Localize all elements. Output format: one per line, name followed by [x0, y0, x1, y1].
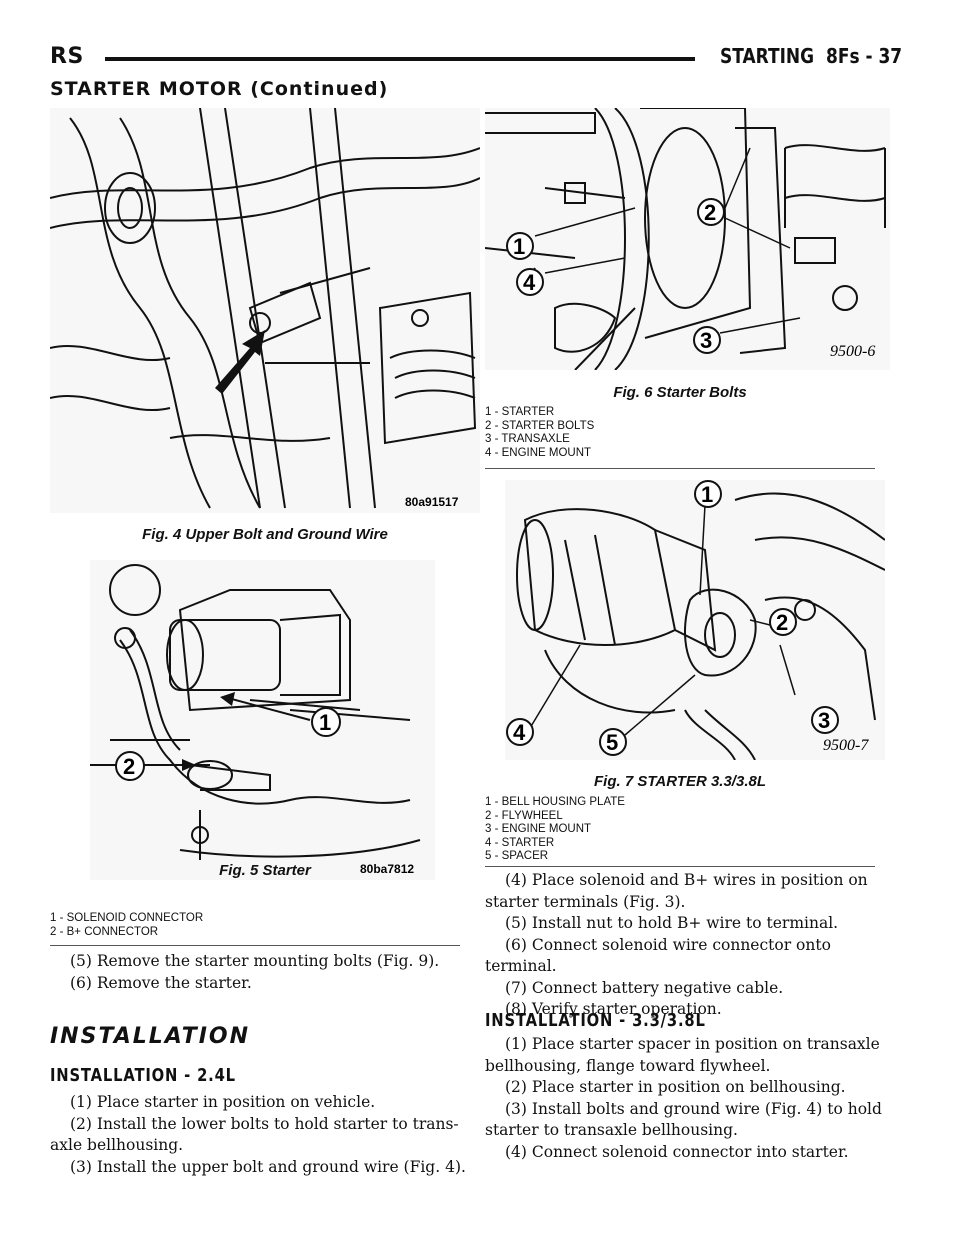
figure-7-callout-2: 2	[776, 610, 788, 635]
figure-5-callout-1: 1	[319, 710, 331, 735]
legend-item: 4 - ENGINE MOUNT	[485, 446, 592, 459]
page-number: 8Fs - 37	[826, 44, 903, 68]
step-text: (3) Install bolts and ground wire (Fig. …	[505, 1099, 882, 1118]
legend-item: 4 - STARTER	[485, 836, 555, 849]
step-text: (4) Place solenoid and B+ wires in posit…	[505, 871, 868, 889]
heading-installation-33: INSTALLATION - 3.3/3.8L	[485, 1010, 706, 1031]
figure-5-caption: Fig. 5 Starter	[219, 862, 311, 879]
header-chapter: STARTING	[720, 44, 815, 68]
legend-item: 1 - BELL HOUSING PLATE	[485, 796, 625, 808]
figure-6-legend: 1 - STARTER 2 - STARTER BOLTS 3 - TRANSA…	[485, 406, 594, 460]
figure-6-code: 9500-6	[830, 343, 875, 360]
figure-6-callout-1: 1	[513, 234, 525, 259]
figure-4-code: 80a91517	[405, 495, 459, 509]
right-steps-24-cont: (4) Place solenoid and B+ wires in posit…	[485, 870, 885, 1021]
figure-6-caption: Fig. 6 Starter Bolts	[613, 384, 747, 401]
step-text: (6) Remove the starter.	[70, 973, 252, 992]
step-text: axle bellhousing.	[50, 1136, 184, 1154]
step-text: (1) Place starter spacer in position on …	[505, 1035, 880, 1053]
figure-7-callout-5: 5	[606, 730, 618, 755]
figure-5-callout-2: 2	[123, 754, 135, 779]
figure-5-code: 80ba7812	[360, 862, 414, 876]
figure-7-rule	[485, 866, 875, 867]
step-text: (4) Connect solenoid connector into star…	[505, 1142, 849, 1161]
step-text: starter to transaxle bellhousing.	[485, 1121, 738, 1139]
figure-4-illustration: 80a91517	[50, 108, 480, 513]
figure-6-callout-3: 3	[700, 328, 712, 353]
figure-7-callout-4: 4	[513, 720, 526, 745]
figure-7-callout-1: 1	[701, 482, 713, 507]
figure-6-callout-4: 4	[523, 270, 536, 295]
figure-6-rule	[485, 468, 875, 469]
header-title: STARTING 8Fs - 37	[720, 44, 902, 68]
step-text: starter terminals (Fig. 3).	[485, 892, 686, 911]
legend-item: 1 - STARTER	[485, 406, 555, 418]
heading-installation: INSTALLATION	[50, 1024, 251, 1049]
header-rule	[105, 57, 695, 61]
step-text: (7) Connect battery negative cable.	[505, 978, 784, 997]
step-text: (5) Install nut to hold B+ wire to termi…	[505, 914, 839, 932]
right-steps-33: (1) Place starter spacer in position on …	[485, 1034, 885, 1163]
legend-item: 2 - FLYWHEEL	[485, 809, 563, 822]
step-text: (6) Connect solenoid wire connector onto…	[485, 935, 831, 976]
legend-item: 2 - B+ CONNECTOR	[50, 925, 159, 938]
header-section-code: RS	[50, 44, 84, 69]
step-text: (2) Place starter in position on bellhou…	[505, 1078, 846, 1096]
step-text: (2) Install the lower bolts to hold star…	[70, 1114, 459, 1133]
step-text: (3) Install the upper bolt and ground wi…	[70, 1157, 466, 1176]
step-text: (5) Remove the starter mounting bolts (F…	[70, 952, 440, 970]
step-text: (8) Verify starter operation.	[505, 1000, 722, 1018]
left-steps-24: (1) Place starter in position on vehicle…	[50, 1092, 470, 1178]
figure-4-caption: Fig. 4 Upper Bolt and Ground Wire	[142, 526, 388, 543]
heading-installation-24: INSTALLATION - 2.4L	[50, 1065, 236, 1086]
legend-item: 5 - SPACER	[485, 850, 549, 862]
figure-7-illustration: 1 2 3 4 5 9500-7	[505, 480, 885, 760]
step-text: bellhousing, flange toward flywheel.	[485, 1056, 771, 1075]
left-steps-top: (5) Remove the starter mounting bolts (F…	[50, 951, 470, 994]
figure-7-code: 9500-7	[823, 737, 869, 754]
figure-5-legend: 1 - SOLENOID CONNECTOR 2 - B+ CONNECTOR	[50, 912, 203, 939]
legend-item: 3 - ENGINE MOUNT	[485, 823, 592, 835]
legend-item: 2 - STARTER BOLTS	[485, 419, 595, 432]
figure-5-rule	[50, 945, 460, 946]
figure-7-caption: Fig. 7 STARTER 3.3/3.8L	[594, 773, 766, 790]
legend-item: 3 - TRANSAXLE	[485, 433, 570, 445]
legend-item: 1 - SOLENOID CONNECTOR	[50, 912, 204, 924]
figure-7-callout-3: 3	[818, 708, 830, 733]
section-title: STARTER MOTOR (Continued)	[50, 78, 389, 100]
figure-6-callout-2: 2	[704, 200, 716, 225]
figure-6-illustration: 1 2 3 4 9500-6	[485, 108, 890, 370]
figure-5-illustration: 1 2 80ba7812	[90, 560, 435, 880]
figure-7-legend: 1 - BELL HOUSING PLATE 2 - FLYWHEEL 3 - …	[485, 796, 625, 864]
step-text: (1) Place starter in position on vehicle…	[70, 1093, 376, 1111]
